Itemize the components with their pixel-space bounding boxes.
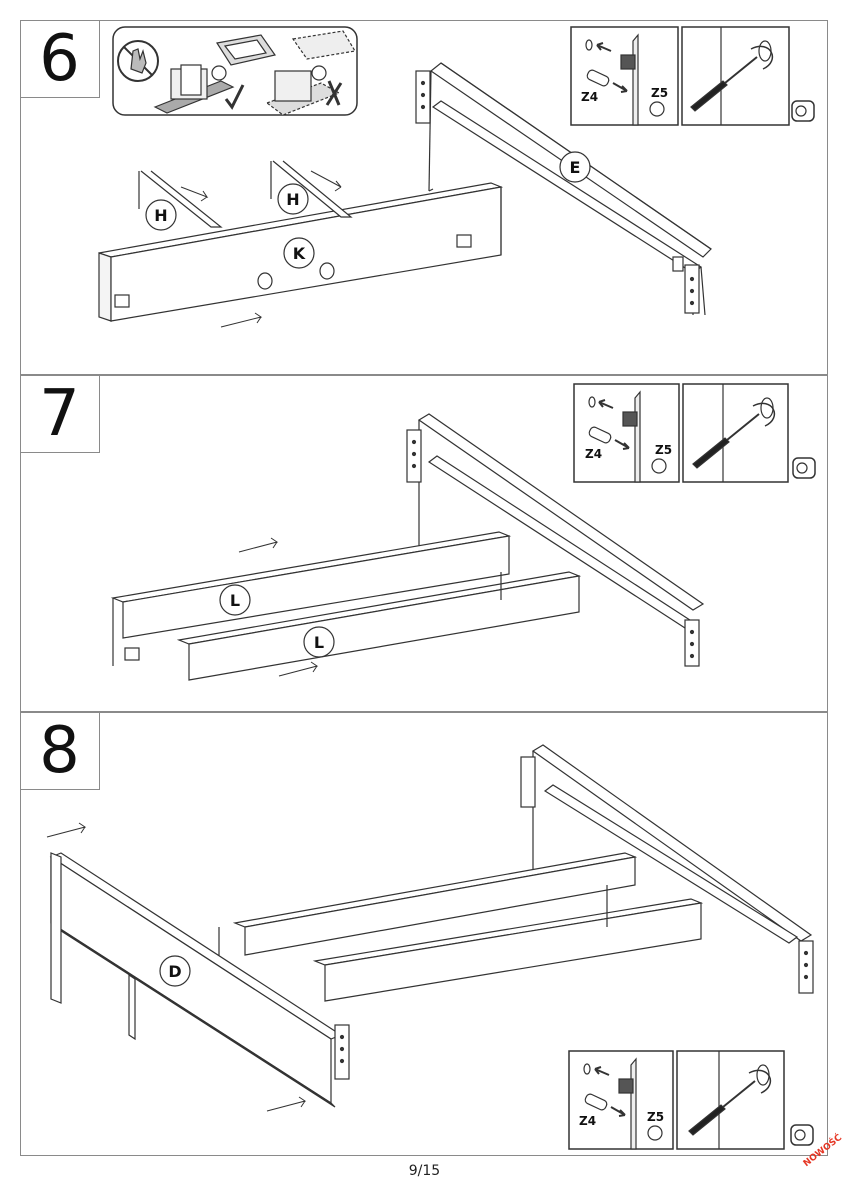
part-labels <box>145 151 591 269</box>
hardware-label-z5: Z5 <box>647 1110 664 1124</box>
step-number: 7 <box>19 374 100 453</box>
hardware-detail <box>568 1050 785 1150</box>
panel-d <box>49 852 350 1108</box>
middle-rails <box>218 852 704 1002</box>
step-7-panel: 7 <box>19 374 828 712</box>
hardware-label-z5: Z5 <box>651 86 668 100</box>
direction-arrows <box>46 822 307 1112</box>
step-7-drawing: L L Z4 Z5 <box>110 383 816 681</box>
part-label-l: L <box>230 591 240 610</box>
part-label-e: E <box>570 158 581 177</box>
hardware-label-z4: Z4 <box>579 1114 596 1128</box>
step-8-drawing: D Z4 Z5 <box>46 744 814 1150</box>
rails-l <box>110 531 582 681</box>
part-label-k: K <box>293 244 306 263</box>
part-label-h: H <box>286 190 299 209</box>
part-label-d: D <box>168 962 181 981</box>
step-6-panel: 6 <box>19 19 828 375</box>
part-label-h: H <box>154 206 167 225</box>
tape-icon <box>791 100 815 122</box>
floor-protection-tip <box>112 26 358 116</box>
step-number: 6 <box>19 19 100 98</box>
hardware-label-z4: Z4 <box>585 447 602 461</box>
hardware-detail <box>570 26 790 126</box>
rear-rail <box>520 744 814 994</box>
hardware-label-z5: Z5 <box>655 443 672 457</box>
hardware-label-z4: Z4 <box>581 90 598 104</box>
rear-rail <box>406 413 705 667</box>
step-6-drawing: H H K E Z4 Z5 <box>98 26 815 328</box>
hardware-detail <box>573 383 789 483</box>
step-8-panel: 8 <box>19 711 828 1156</box>
part-label-l: L <box>314 633 324 652</box>
tape-icon <box>792 457 816 479</box>
page-number: 9/15 <box>408 1163 441 1179</box>
direction-arrows <box>238 537 319 677</box>
tape-icon <box>790 1124 814 1146</box>
step-number: 8 <box>19 711 100 790</box>
direction-arrows <box>180 170 342 328</box>
